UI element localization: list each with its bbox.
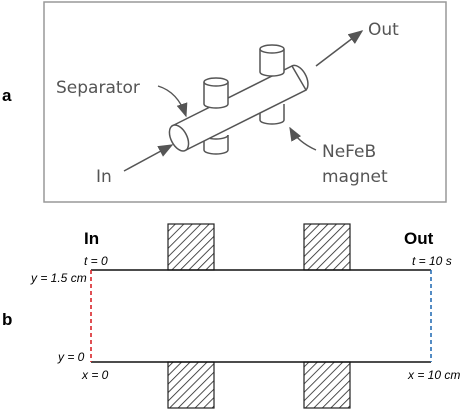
- separator-leader: [157, 85, 188, 118]
- x-end-label: x = 10 cm: [408, 368, 461, 382]
- out-text: Out: [368, 20, 399, 40]
- out-arrow: [315, 30, 364, 67]
- separator-tube: [168, 64, 309, 152]
- t-end-label: t = 10 s: [412, 254, 452, 268]
- in-arrow: [123, 144, 174, 172]
- panel-a-label: a: [2, 86, 12, 105]
- magnet-text-1: NeFeB: [322, 142, 376, 162]
- magnet-block-2-top: [303, 223, 351, 271]
- upper-magnet-left: [203, 77, 229, 109]
- magnet-text-2: magnet: [322, 167, 388, 187]
- t-start-label: t = 0: [84, 254, 108, 268]
- x-start-label: x = 0: [82, 368, 109, 382]
- magnet-block-1-bottom: [167, 361, 215, 409]
- y-bottom-label: y = 0: [58, 350, 85, 364]
- in-text: In: [96, 167, 112, 187]
- magnet-leader: [289, 126, 317, 151]
- upper-magnet-right: [259, 44, 285, 77]
- magnet-block-1-top: [167, 223, 215, 271]
- panel-b-label: b: [2, 310, 13, 329]
- separator-text: Separator: [56, 78, 140, 98]
- magnet-block-2-bottom: [303, 361, 351, 409]
- y-top-label: y = 1.5 cm: [31, 271, 87, 285]
- out-header: Out: [404, 229, 434, 248]
- in-header: In: [84, 229, 100, 248]
